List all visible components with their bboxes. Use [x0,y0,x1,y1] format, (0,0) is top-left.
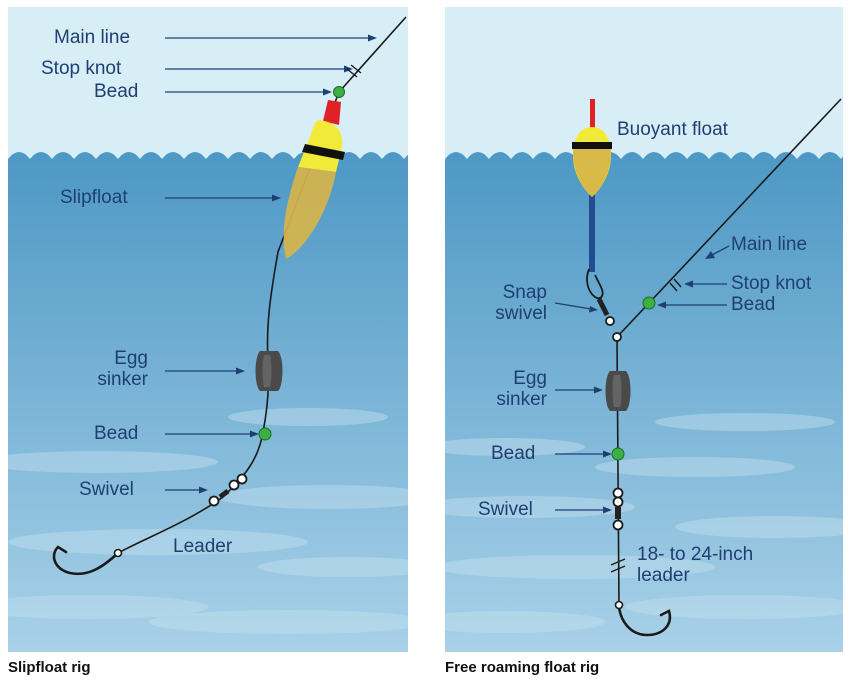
stop-knot [669,278,682,292]
label-egg-sinker: Egg sinker [78,348,148,390]
swivel [612,487,624,531]
bead-top [333,86,345,98]
label-egg-sinker-line-1: Egg [114,348,148,369]
label-leader-line-2: leader [637,565,690,586]
label-bead-top: Bead [94,81,139,102]
label-arrows [554,245,730,514]
caption-slipfloat-rig: Slipfloat rig [8,659,91,676]
water-surface [8,152,408,652]
label-buoyant-float: Buoyant float [617,119,728,140]
bead-bottom [258,427,272,441]
water-surface [445,152,843,652]
caption-free-roaming-float-rig: Free roaming float rig [445,659,600,676]
egg-sinker [255,351,283,391]
label-snap-swivel-line-1: Snap [502,282,547,303]
label-leader-line-1: 18- to 24-inch [637,544,754,565]
hook-eye [113,548,123,558]
slipfloat-rig-panel: Main line Stop knot Bead Slipfloat Egg s… [8,7,408,652]
label-bead-bottom: Bead [94,423,139,444]
free-roaming-rig-illustration [445,7,843,652]
label-egg-sinker-line-2: sinker [97,369,148,390]
float-stem [589,192,595,272]
hook [617,605,672,637]
slipfloat [283,100,345,259]
label-egg-sinker: Egg sinker [481,368,547,410]
label-main-line: Main line [54,27,131,48]
hook [52,545,120,576]
slipfloat-rig-illustration [8,7,408,652]
label-arrows [165,34,377,494]
free-roaming-float-rig-panel: Buoyant float Main line Stop knot Bead S… [445,7,843,652]
water-ripples [8,408,408,634]
label-snap-swivel: Snap swivel [481,282,547,324]
stop-knot [346,64,362,78]
label-bead-top: Bead [731,294,776,315]
label-main-line: Main line [731,234,808,255]
main-fishing-line [616,98,842,338]
hook-eye [614,600,624,610]
label-bead-bottom: Bead [491,443,536,464]
leader-break-marks [610,558,626,573]
label-leader: Leader [173,536,233,557]
snap-swivel [586,268,622,342]
label-swivel: Swivel [478,499,533,520]
water-ripples [445,413,843,633]
bead-bottom [611,447,625,461]
bead-top [642,296,656,310]
label-slipfloat: Slipfloat [60,187,128,208]
label-stop-knot: Stop knot [731,273,812,294]
label-egg-sinker-line-1: Egg [513,368,547,389]
label-snap-swivel-line-2: swivel [495,303,547,324]
buoyant-float [572,99,612,197]
swivel [208,473,248,507]
label-stop-knot: Stop knot [41,58,122,79]
label-swivel: Swivel [79,479,134,500]
label-leader: 18- to 24-inch leader [637,544,753,586]
label-egg-sinker-line-2: sinker [496,389,547,410]
egg-sinker [605,371,631,411]
